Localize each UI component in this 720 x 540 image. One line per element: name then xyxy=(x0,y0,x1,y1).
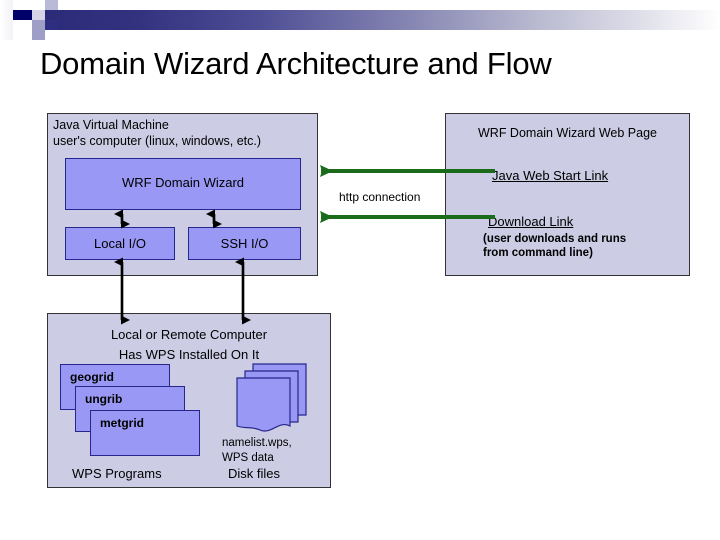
local-io-box[interactable]: Local I/O xyxy=(65,227,175,260)
header-square-8 xyxy=(45,20,58,30)
header-square-4 xyxy=(32,0,45,10)
local-io-label: Local I/O xyxy=(93,236,147,251)
disk-caption-line2: WPS data xyxy=(222,452,274,464)
header-square-1 xyxy=(13,10,32,20)
header-square-7 xyxy=(45,0,58,10)
disk-files-description: namelist.wps, WPS data xyxy=(222,436,292,466)
wps-program-geogrid-label: geogrid xyxy=(70,370,114,384)
header-square-2 xyxy=(13,20,32,30)
download-note-line2: from command line) xyxy=(483,247,593,259)
wrf-domain-wizard-label: WRF Domain Wizard xyxy=(121,175,245,190)
header-square-9 xyxy=(45,30,58,40)
header-square-5 xyxy=(32,10,45,20)
ssh-io-box[interactable]: SSH I/O xyxy=(188,227,301,260)
ssh-io-label: SSH I/O xyxy=(220,236,269,251)
header-decoration xyxy=(0,0,720,40)
web-page-title: WRF Domain Wizard Web Page xyxy=(478,126,657,140)
web-page-container: WRF Domain Wizard Web Page Java Web Star… xyxy=(445,113,690,276)
http-connection-label: http connection xyxy=(339,190,421,204)
header-square-11 xyxy=(58,0,68,10)
wps-heading-line1: Local or Remote Computer xyxy=(110,327,268,342)
header-square-3 xyxy=(0,0,13,40)
java-web-start-link[interactable]: Java Web Start Link xyxy=(492,168,609,183)
download-note: (user downloads and runs from command lin… xyxy=(483,232,626,260)
wps-program-metgrid[interactable]: metgrid xyxy=(90,410,200,456)
wps-heading-line2: Has WPS Installed On It xyxy=(118,347,260,362)
header-gradient-bar xyxy=(44,10,720,30)
download-note-line1: (user downloads and runs xyxy=(483,233,627,245)
disk-caption-line1: namelist.wps, xyxy=(222,437,292,449)
download-link[interactable]: Download Link xyxy=(488,214,574,229)
disk-files-stack xyxy=(231,363,307,435)
header-square-10 xyxy=(32,30,45,40)
jvm-header-line2: user's computer (linux, windows, etc.) xyxy=(53,134,262,148)
wps-program-ungrib-label: ungrib xyxy=(85,392,123,406)
jvm-header-line1: Java Virtual Machine xyxy=(53,118,169,132)
wps-programs-caption: WPS Programs xyxy=(72,466,162,481)
wps-program-metgrid-label: metgrid xyxy=(100,416,145,430)
disk-files-caption: Disk files xyxy=(228,466,281,481)
page-title: Domain Wizard Architecture and Flow xyxy=(40,46,552,81)
wrf-domain-wizard-box[interactable]: WRF Domain Wizard xyxy=(65,158,301,210)
jvm-header-label: Java Virtual Machine user's computer (lin… xyxy=(53,117,261,149)
header-square-6 xyxy=(32,20,45,30)
